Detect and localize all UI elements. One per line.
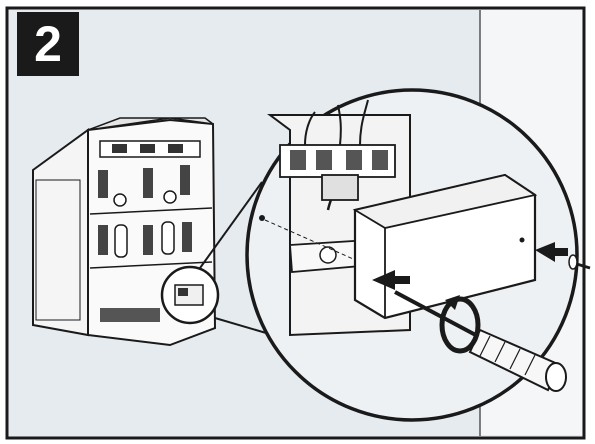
appliance-back-icon [33,118,218,345]
step-number-badge: 2 [17,12,79,76]
